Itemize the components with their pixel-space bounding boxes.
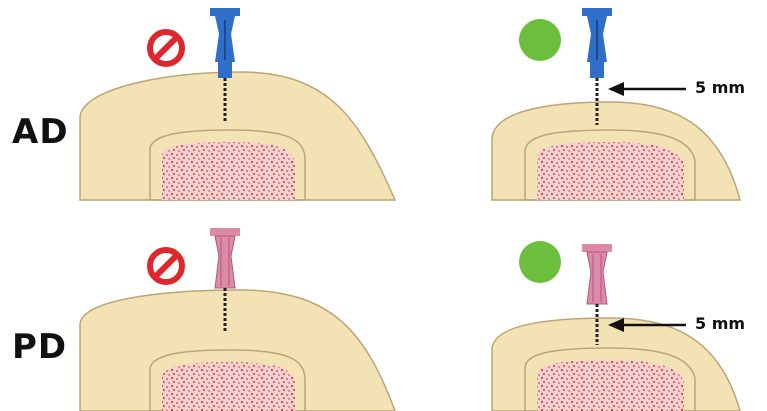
green-dot-icon (519, 19, 561, 61)
no-entry-icon (150, 32, 182, 64)
pd-left-bone (80, 290, 395, 411)
ad-measure-label: 5 mm (695, 78, 745, 97)
green-dot-icon (519, 241, 561, 283)
no-entry-icon (150, 250, 182, 282)
ad-left-bone (80, 72, 395, 200)
ad-measure-arrow (608, 82, 686, 96)
row-label-ad: AD (12, 112, 69, 152)
pd-measure-label: 5 mm (695, 314, 745, 333)
ad-right-bone (492, 102, 740, 200)
row-label-pd: PD (12, 327, 67, 367)
